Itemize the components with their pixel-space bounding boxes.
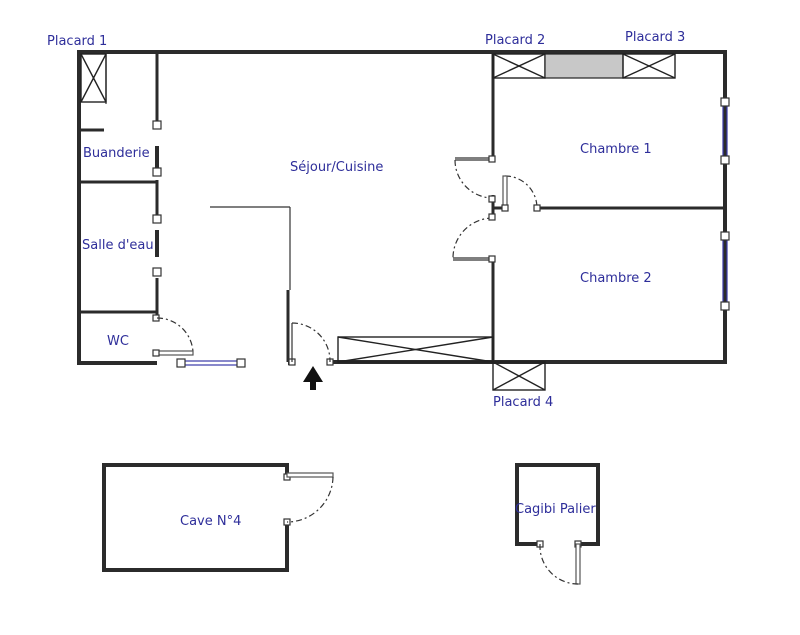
label-chambre-2: Chambre 2: [580, 271, 652, 286]
cagibi-walls: [515, 463, 600, 585]
label-placard-2: Placard 2: [485, 33, 545, 48]
storage-grey: [544, 53, 624, 79]
placard-2-closet: [492, 53, 546, 79]
placard-3-closet: [622, 53, 676, 79]
label-cave: Cave N°4: [180, 514, 241, 529]
entrance-arrow-icon: [303, 366, 323, 390]
label-cagibi: Cagibi Palier: [515, 502, 596, 517]
label-buanderie: Buanderie: [83, 146, 150, 161]
sejour-closet: [337, 336, 494, 363]
label-wc: WC: [107, 334, 129, 349]
doors: [152, 120, 541, 366]
room-labels: Placard 1 Placard 2 Placard 3 Placard 4 …: [47, 30, 685, 529]
cave-walls: [102, 463, 334, 572]
placard-1-closet: [80, 53, 107, 103]
interior-walls: [79, 52, 725, 362]
windows: [176, 97, 730, 368]
placard-4-closet: [492, 361, 546, 391]
label-placard-3: Placard 3: [625, 30, 685, 45]
label-placard-4: Placard 4: [493, 395, 553, 410]
label-salle-eau: Salle d'eau: [82, 238, 154, 253]
label-sejour: Séjour/Cuisine: [290, 160, 383, 175]
label-chambre-1: Chambre 1: [580, 142, 652, 157]
label-placard-1: Placard 1: [47, 34, 107, 49]
